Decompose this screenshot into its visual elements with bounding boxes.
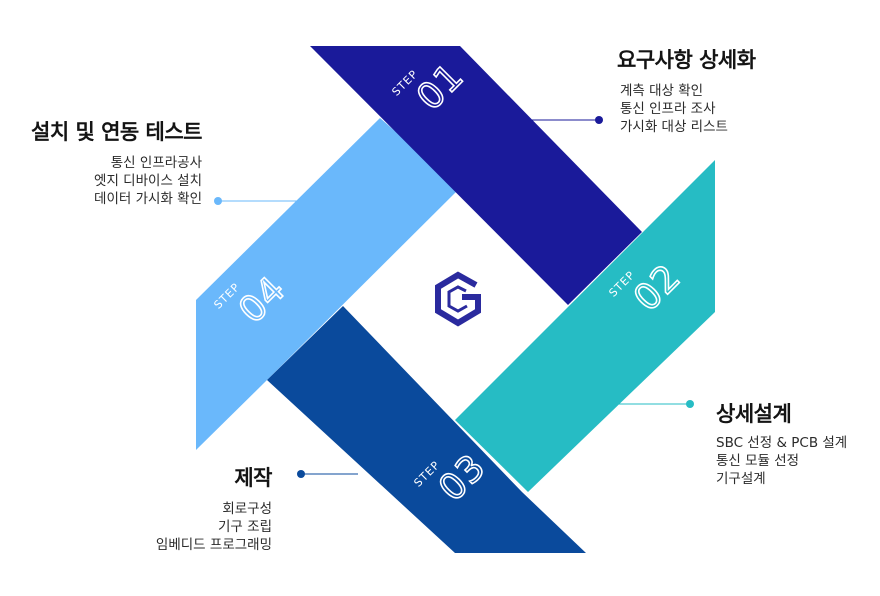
step-02-item: 통신 모듈 선정: [716, 453, 800, 469]
connector-02: [618, 400, 694, 408]
step-04-item: 통신 인프라공사: [110, 155, 202, 171]
step-01-band: [310, 46, 642, 305]
step-01-title: 요구사항 상세화: [617, 48, 756, 72]
step-02-items: SBC 선정 & PCB 설계 통신 모듈 선정 기구설계: [716, 434, 847, 488]
connector-03: [297, 470, 358, 478]
step-02-item: 기구설계: [716, 471, 766, 487]
step-02-item: SBC 선정 & PCB 설계: [716, 435, 848, 451]
step-03-item: 회로구성: [222, 501, 272, 517]
step-02-title: 상세설계: [716, 402, 792, 426]
step-04-band: [196, 118, 460, 450]
step-04-items: 통신 인프라공사 엣지 디바이스 설치 데이터 가시화 확인: [94, 154, 202, 208]
step-04-item: 엣지 디바이스 설치: [94, 173, 202, 189]
step-01-item: 가시화 대상 리스트: [620, 119, 728, 135]
step-04-title: 설치 및 연동 테스트: [31, 120, 203, 144]
connector-01: [530, 116, 603, 124]
step-01-item: 통신 인프라 조사: [620, 101, 716, 117]
step-03-item: 임베디드 프로그래밍: [155, 537, 272, 553]
step-03-title: 제작: [234, 466, 272, 490]
step-04-item: 데이터 가시화 확인: [94, 191, 202, 207]
step-03-items: 회로구성 기구 조립 임베디드 프로그래밍: [156, 500, 272, 554]
hexagon-g-logo-icon: [435, 271, 481, 327]
step-03-band: [267, 306, 586, 553]
step-01-item: 계측 대상 확인: [620, 83, 704, 99]
connector-04: [214, 197, 300, 205]
step-01-items: 계측 대상 확인 통신 인프라 조사 가시화 대상 리스트: [620, 82, 728, 136]
step-02-band: [455, 160, 715, 492]
step-03-item: 기구 조립: [218, 519, 272, 535]
